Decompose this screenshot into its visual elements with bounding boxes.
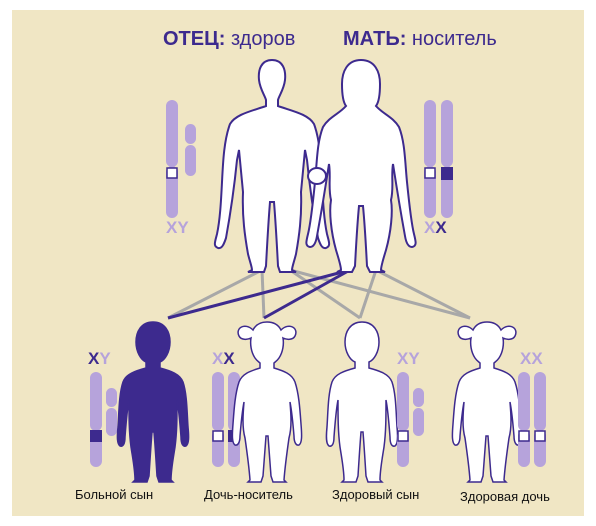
child-2-genotype-x2: X (223, 349, 234, 368)
mother-chromosomes (424, 100, 453, 218)
mother-genotype: XX (424, 218, 447, 238)
child-4-genotype-x2: X (531, 349, 542, 368)
father-chromosomes (166, 100, 196, 218)
child-3-x-top (397, 372, 409, 431)
child-2-caption: Дочь-носитель (204, 487, 293, 502)
child-2-genotype-x1: X (212, 349, 223, 368)
father-x-normal-gene (167, 168, 177, 178)
mother-status: носитель (412, 28, 497, 50)
mother-title: МАТЬ: носитель (343, 28, 497, 51)
father-y-chromosome-bottom (185, 145, 196, 176)
child-1-genotype: XY (88, 349, 111, 369)
father-role: ОТЕЦ: (163, 28, 225, 50)
father-title: ОТЕЦ: здоров (163, 28, 295, 51)
child-3-chromosomes (397, 372, 424, 467)
father-genotype-x: X (166, 218, 177, 237)
child-2-figure (232, 322, 301, 482)
child-4-x2-normal-gene (535, 431, 545, 441)
father-y-chromosome-top (185, 124, 196, 144)
father-genotype: XY (166, 218, 189, 238)
child-3-caption: Здоровый сын (332, 487, 419, 502)
child-1-y-bottom (106, 408, 117, 436)
line-mother-to-daughter-2 (376, 270, 470, 318)
child-1-x-top (90, 372, 102, 431)
child-4-caption: Здоровая дочь (460, 489, 550, 504)
father-x-chromosome-top (166, 100, 178, 167)
mother-role: МАТЬ: (343, 28, 406, 50)
mother-x1-normal-gene (425, 168, 435, 178)
line-father-to-son-1 (168, 270, 262, 318)
mother-x2-mutant-gene (441, 167, 453, 180)
father-status: здоров (231, 28, 295, 50)
mother-x1-chromosome-top (424, 100, 436, 167)
child-4-x1-normal-gene (519, 431, 529, 441)
child-4-figure (452, 322, 521, 482)
child-3-figure (326, 322, 397, 482)
child-1-y-top (106, 388, 117, 407)
child-1-figure (117, 322, 188, 482)
child-3-y-bottom (413, 408, 424, 436)
child-2-genotype: XX (212, 349, 235, 369)
child-3-genotype-x: X (397, 349, 408, 368)
child-1-chromosomes (90, 372, 117, 467)
child-3-genotype: XY (397, 349, 420, 369)
mother-genotype-x1: X (424, 218, 435, 237)
child-4-chromosomes (518, 372, 546, 467)
child-3-genotype-y: Y (408, 349, 419, 368)
child-4-genotype-x1: X (520, 349, 531, 368)
child-1-genotype-y: Y (99, 349, 110, 368)
mother-x2-chromosome-top (441, 100, 453, 167)
mother-genotype-x2: X (435, 218, 446, 237)
child-3-x-normal-gene (398, 431, 408, 441)
child-3-y-top (413, 388, 424, 407)
line-mother-to-son-2 (360, 270, 376, 318)
child-4-x1-top (518, 372, 530, 431)
child-1-genotype-x: X (88, 349, 99, 368)
inheritance-lines (168, 270, 470, 318)
child-1-x-mutant-gene (90, 430, 102, 442)
clasped-hands (308, 168, 326, 184)
child-4-x2-top (534, 372, 546, 431)
line-mother-to-daughter-1 (264, 270, 350, 318)
father-genotype-y: Y (177, 218, 188, 237)
child-2-x1-top (212, 372, 224, 431)
child-4-genotype: XX (520, 349, 543, 369)
child-1-caption: Больной сын (75, 487, 153, 502)
child-2-x1-normal-gene (213, 431, 223, 441)
